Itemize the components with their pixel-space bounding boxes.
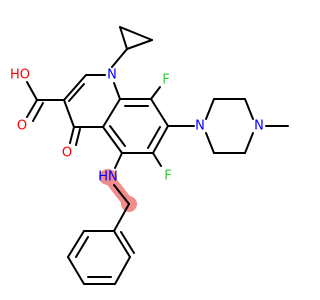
bond-ccooh-oh bbox=[26, 81, 38, 101]
bond-pc4-np1 bbox=[205, 132, 215, 154]
bond-ph5-ph6 bbox=[67, 230, 85, 258]
atom-o4-label: O bbox=[62, 146, 72, 161]
atom-oh-label: HO bbox=[10, 68, 30, 83]
atom-n1-label: N bbox=[107, 68, 117, 83]
bond-c2-c3-inner bbox=[68, 83, 85, 102]
bond-c2-c3 bbox=[63, 74, 87, 101]
bond-ccooh-o-second bbox=[32, 102, 44, 122]
atom-np1-label: N bbox=[195, 119, 205, 134]
bond-c4-o4-second bbox=[75, 128, 81, 146]
molecule-structure-diagram: N F F O HO O N N HN bbox=[10, 26, 289, 285]
bond-ch2-ph1 bbox=[113, 203, 130, 232]
bond-ph1-ph2-inner bbox=[120, 231, 135, 254]
bond-ph4-ph5 bbox=[67, 256, 85, 285]
bond-layer bbox=[26, 26, 289, 285]
bond-c4a-c8a bbox=[102, 98, 121, 128]
bond-c8-c7 bbox=[150, 98, 169, 127]
bond-c5-nh bbox=[114, 152, 123, 169]
bond-ph5-ph6-inner bbox=[75, 236, 89, 258]
bond-cp3-cp1 bbox=[126, 39, 153, 50]
bond-c7-c6 bbox=[152, 125, 169, 154]
bond-cp1-cp2 bbox=[119, 26, 128, 50]
bond-pc2-np4 bbox=[244, 98, 254, 120]
bond-ph2-ph3 bbox=[114, 256, 131, 285]
bond-c7-c6-inner bbox=[147, 126, 161, 149]
bond-ph1-ph2 bbox=[113, 230, 131, 258]
bond-c8a-n1 bbox=[113, 82, 121, 100]
bond-nh-ch2 bbox=[113, 184, 130, 205]
bond-c8-f8 bbox=[150, 86, 161, 100]
bond-c4-o4 bbox=[69, 126, 75, 144]
atom-np4-label: N bbox=[254, 119, 264, 134]
atom-nh-label: HN bbox=[98, 170, 118, 185]
atom-f6-label: F bbox=[164, 169, 171, 184]
bond-c5-c4a bbox=[102, 126, 123, 154]
bond-np1-pc1 bbox=[205, 98, 215, 120]
bond-n1-cp1 bbox=[111, 48, 128, 68]
atom-f8-label: F bbox=[162, 73, 169, 88]
bond-c5-c4a-inner bbox=[109, 125, 126, 147]
atom-oc-label: O bbox=[17, 119, 27, 134]
bond-c6-f6 bbox=[152, 152, 162, 167]
bond-c3-c4 bbox=[63, 99, 75, 128]
atom-label-layer: N F F O HO O N N HN bbox=[10, 68, 264, 185]
bond-np4-pc3 bbox=[244, 132, 254, 154]
bond-cp2-cp3 bbox=[119, 26, 153, 41]
bond-ccooh-o bbox=[26, 99, 38, 118]
highlight-atom-nh bbox=[99, 169, 117, 185]
